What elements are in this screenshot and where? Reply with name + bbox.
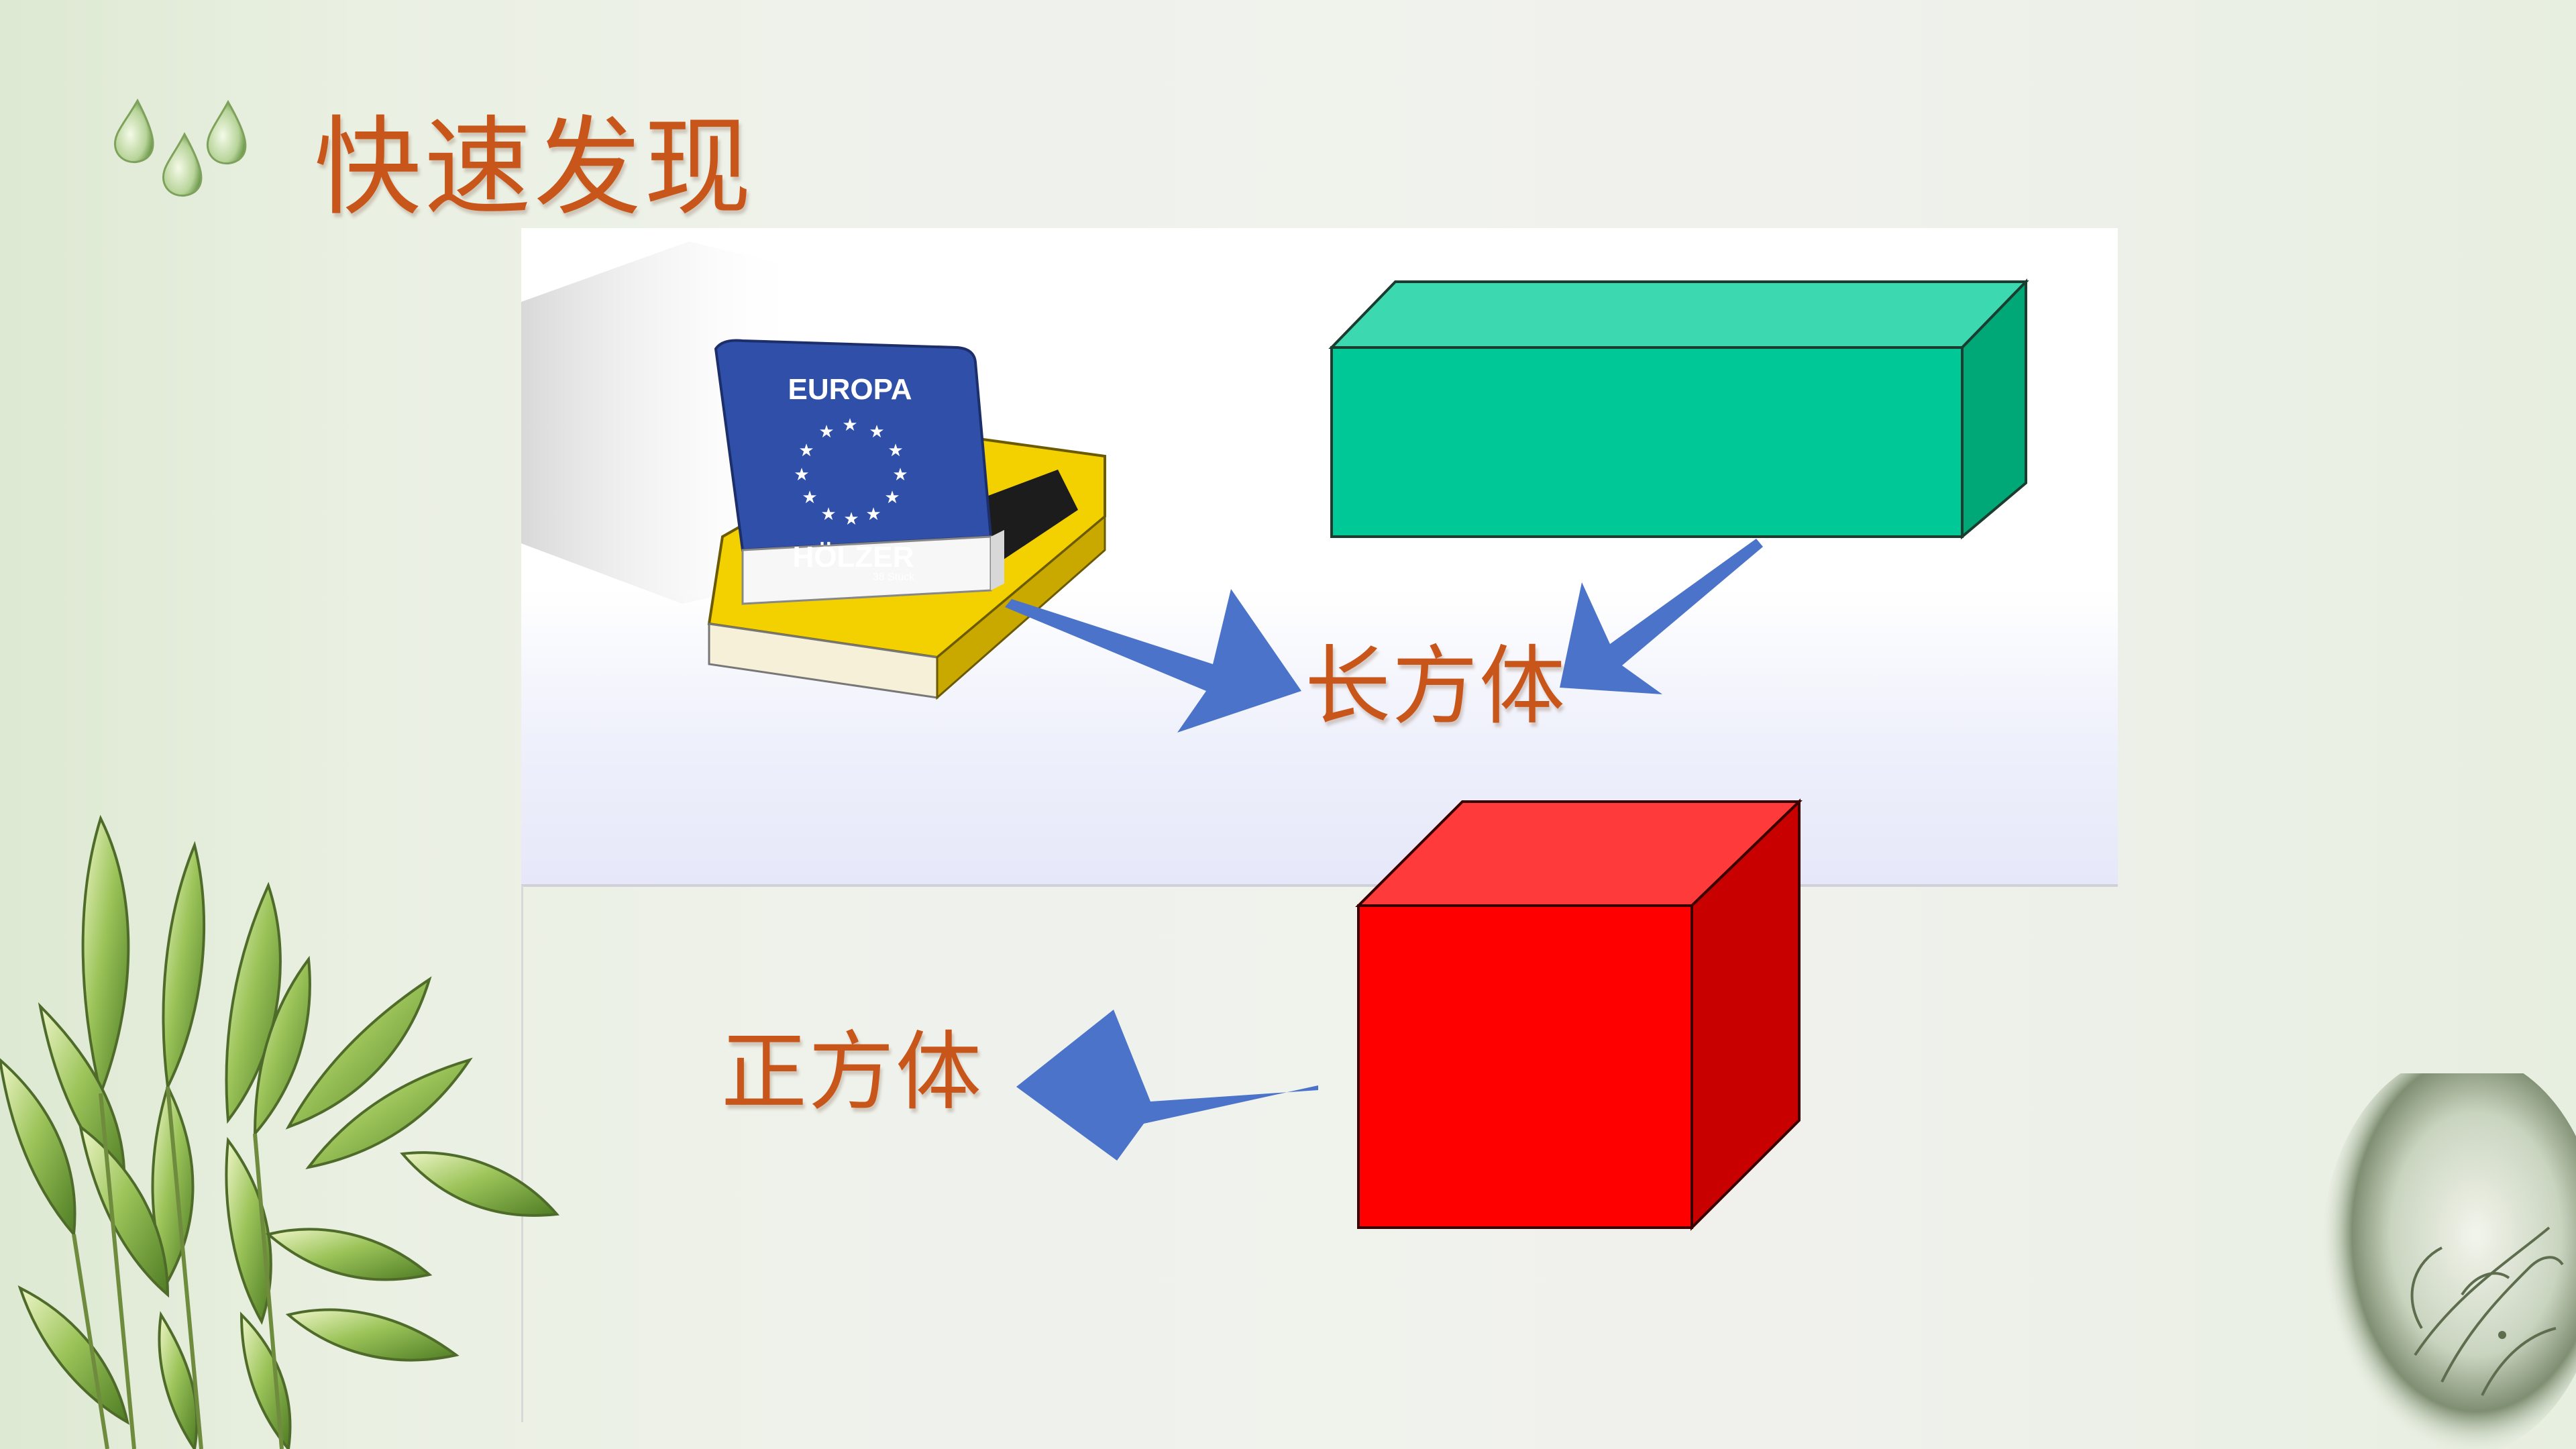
arrow-matchbox-to-label <box>1005 589 1301 733</box>
arrow-cube-to-label <box>1016 1010 1318 1161</box>
svg-text:★: ★ <box>888 441 903 461</box>
label-cuboid: 长方体 <box>1305 637 1567 737</box>
svg-text:★: ★ <box>842 415 857 435</box>
svg-text:★: ★ <box>865 504 881 525</box>
label-cube: 正方体 <box>721 1022 983 1122</box>
matchbox-count: 38 Stück <box>873 572 915 583</box>
water-drops-icon <box>113 98 247 197</box>
arrow-cuboid-to-label <box>1560 539 1763 694</box>
svg-text:★: ★ <box>843 509 859 529</box>
matchbox-brand-top: EUROPA <box>788 373 912 406</box>
svg-text:★: ★ <box>869 422 884 442</box>
panel-left-border <box>521 885 523 1422</box>
eu-stars-icon: ★ ★ ★ ★ ★ ★ ★ ★ ★ ★ ★ ★ <box>794 415 908 529</box>
cuboid-shape <box>1328 278 2029 540</box>
panel-divider <box>521 884 2118 887</box>
svg-text:★: ★ <box>884 488 900 508</box>
svg-text:★: ★ <box>798 441 814 461</box>
bamboo-leaves-decoration <box>0 814 559 1449</box>
swirl-ornament-decoration <box>2321 1073 2576 1449</box>
matchbox-image: EUROPA ★ ★ ★ ★ ★ ★ ★ ★ ★ ★ ★ ★ HÖLZER 38… <box>521 241 1106 700</box>
svg-text:★: ★ <box>820 504 836 525</box>
svg-text:★: ★ <box>794 465 809 485</box>
svg-text:★: ★ <box>892 465 908 485</box>
svg-text:★: ★ <box>818 422 834 442</box>
svg-text:★: ★ <box>802 488 817 508</box>
cube-shape <box>1355 798 1803 1231</box>
matchbox-brand-bottom: HÖLZER <box>793 541 914 574</box>
slide-title: 快速发现 <box>314 105 755 230</box>
